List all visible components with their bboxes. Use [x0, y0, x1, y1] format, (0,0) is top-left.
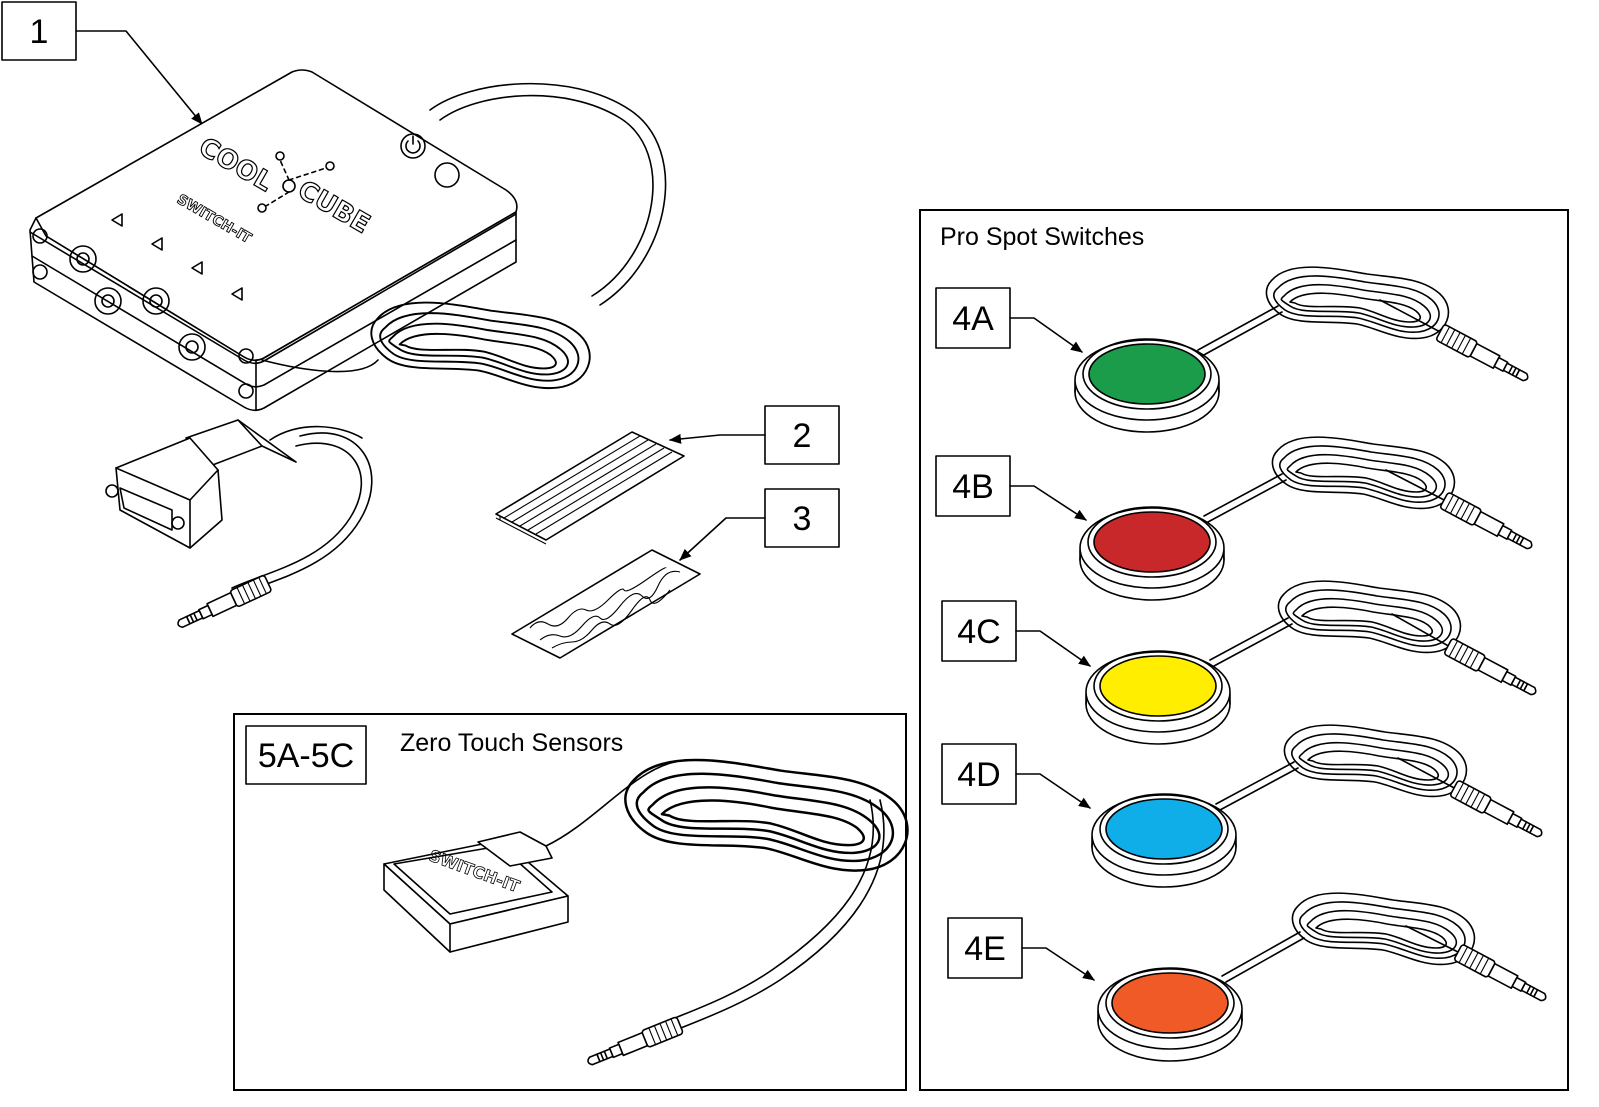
switch-4a-button — [1088, 343, 1206, 405]
callout-2-label: 2 — [793, 417, 812, 455]
callout-5-label: 5A-5C — [258, 737, 354, 775]
switch-4b-button — [1093, 511, 1211, 573]
callout-4d-label: 4D — [957, 756, 1000, 794]
hook-strip — [495, 431, 685, 545]
switch-4a: 4A — [935, 266, 1533, 433]
loop-strip — [511, 549, 701, 659]
switch-4d-button — [1105, 798, 1223, 860]
callout-4a-label: 4A — [952, 300, 994, 338]
switch-4d: 4D — [941, 724, 1547, 888]
switch-4c-button — [1099, 655, 1217, 717]
callout-4c-label: 4C — [957, 613, 1000, 651]
callout-2: 2 — [669, 405, 840, 465]
callout-3-label: 3 — [793, 500, 812, 538]
switch-4b: 4B — [935, 436, 1537, 601]
switch-4c: 4C — [941, 580, 1541, 745]
pro-spot-panel: Pro Spot Switches — [919, 209, 1569, 1091]
callout-3: 3 — [679, 488, 840, 561]
zero-touch-panel: 5A-5C Zero Touch Sensors SWITCH-IT — [233, 713, 909, 1091]
callout-4e-label: 4E — [964, 930, 1006, 968]
pro-spot-title: Pro Spot Switches — [940, 223, 1144, 251]
cool-cube-device: COOL CUBE SWITCH-IT — [29, 69, 667, 634]
zero-touch-title: Zero Touch Sensors — [400, 729, 623, 757]
switch-4e: 4E — [947, 892, 1551, 1062]
callout-4b-label: 4B — [952, 468, 994, 506]
callout-1: 1 — [1, 1, 203, 125]
switch-4e-button — [1111, 972, 1229, 1034]
callout-1-label: 1 — [30, 13, 49, 51]
